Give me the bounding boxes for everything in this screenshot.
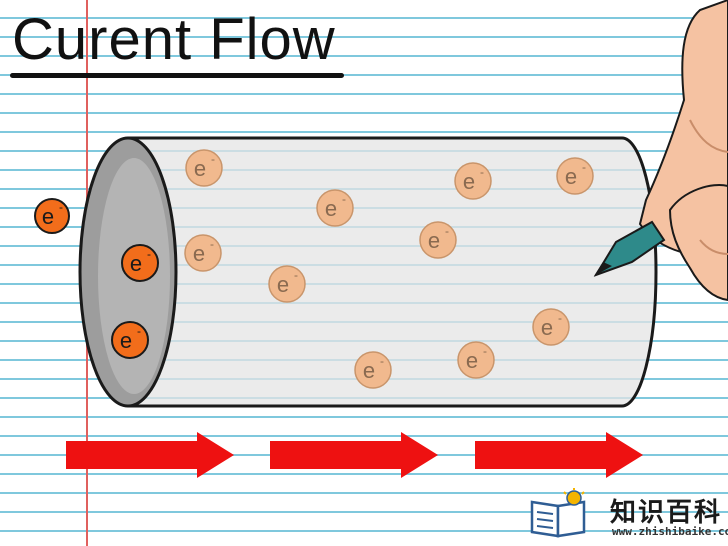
electron-inside: e - xyxy=(454,162,492,200)
svg-text:-: - xyxy=(480,165,484,179)
svg-text:e: e xyxy=(463,169,475,194)
wire-cylinder xyxy=(128,136,658,408)
svg-text:-: - xyxy=(558,311,562,325)
svg-text:e: e xyxy=(277,272,289,297)
electron-inside: e - xyxy=(419,221,457,259)
svg-text:e: e xyxy=(363,358,375,383)
hand-with-pen xyxy=(593,0,728,302)
svg-text:-: - xyxy=(294,268,298,282)
page-title: Curent Flow xyxy=(12,7,336,72)
svg-text:-: - xyxy=(59,200,63,214)
svg-text:-: - xyxy=(380,354,384,368)
electron-inside: e - xyxy=(532,308,570,346)
brand-watermark: 知识百科 www.zhishibaike.com xyxy=(528,488,728,542)
electron-entry: e - xyxy=(111,321,149,359)
electron-inside: e - xyxy=(316,189,354,227)
svg-text:-: - xyxy=(582,160,586,174)
svg-text:-: - xyxy=(445,224,449,238)
flow-arrow xyxy=(270,432,438,478)
svg-text:e: e xyxy=(428,228,440,253)
svg-text:e: e xyxy=(193,241,205,266)
svg-text:e: e xyxy=(565,164,577,189)
svg-text:e: e xyxy=(42,204,54,229)
electron-entry: e - xyxy=(121,244,159,282)
flow-arrow xyxy=(475,432,643,478)
svg-text:e: e xyxy=(130,251,142,276)
electron-inside: e - xyxy=(556,157,594,195)
brand-name: 知识百科 xyxy=(610,498,723,528)
electron-inside: e - xyxy=(354,351,392,389)
svg-text:-: - xyxy=(137,324,141,338)
flow-arrow xyxy=(66,432,234,478)
svg-text:e: e xyxy=(541,315,553,340)
brand-url: www.zhishibaike.com xyxy=(612,525,728,538)
electron-inside: e - xyxy=(268,265,306,303)
svg-text:e: e xyxy=(120,328,132,353)
title-underline xyxy=(10,73,344,78)
electron-inside: e - xyxy=(457,341,495,379)
book-lightbulb-icon xyxy=(530,488,586,538)
svg-text:e: e xyxy=(325,196,337,221)
electron-outside: e - xyxy=(34,198,70,234)
electron-inside: e - xyxy=(184,234,222,272)
svg-text:e: e xyxy=(466,348,478,373)
svg-text:-: - xyxy=(147,247,151,261)
svg-text:-: - xyxy=(483,344,487,358)
svg-text:-: - xyxy=(342,192,346,206)
svg-text:-: - xyxy=(211,152,215,166)
svg-text:-: - xyxy=(210,237,214,251)
svg-text:e: e xyxy=(194,156,206,181)
electron-inside: e - xyxy=(185,149,223,187)
